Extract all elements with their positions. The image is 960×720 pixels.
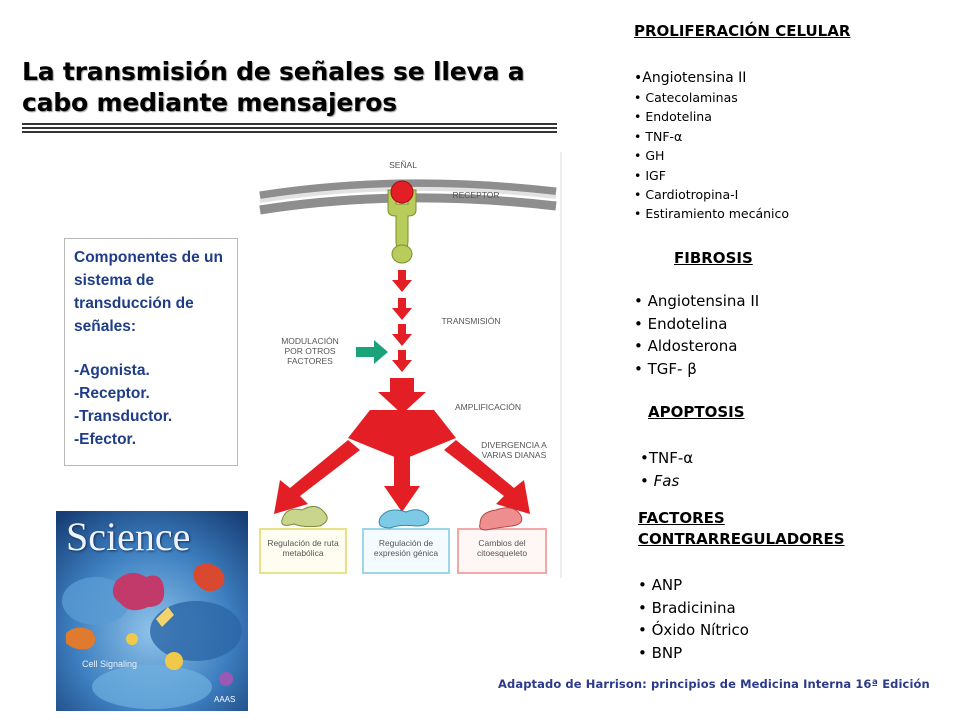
target-box-metabolic (259, 528, 347, 574)
contrarreguladores-list: ANP Bradicinina Óxido Nítrico BNP (638, 574, 749, 664)
fibrosis-item: Aldosterona (647, 337, 738, 355)
science-cover-image: Science Cell Signaling AAAS (56, 511, 248, 711)
proliferacion-heading: PROLIFERACIÓN CELULAR (634, 22, 851, 40)
label-divergencia: DIVERGENCIA A VARIAS DIANAS (481, 440, 547, 460)
proliferacion-item: Catecolaminas (645, 90, 738, 105)
apoptosis-heading: APOPTOSIS (648, 403, 745, 421)
component-receptor: -Receptor. (74, 385, 150, 402)
contrarreguladores-item: Óxido Nítrico (651, 621, 749, 639)
label-transmision: TRANSMISIÓN (441, 316, 501, 326)
component-agonist: -Agonista. (74, 362, 150, 379)
target-box-cytoskeleton (457, 528, 547, 574)
component-effector: -Efector. (74, 431, 137, 448)
label-senal: SEÑAL (389, 160, 417, 170)
target-label-metabolic: Regulación de ruta metabólica (267, 538, 339, 558)
modulation-arrow-icon (356, 340, 388, 364)
source-credit: Adaptado de Harrison: principios de Medi… (498, 677, 930, 691)
fibrosis-heading: FIBROSIS (674, 249, 753, 267)
fibrosis-item: Angiotensina II (647, 292, 760, 310)
signal-ligand-icon (390, 180, 414, 204)
contrarreguladores-heading-line1: FACTORES (638, 509, 725, 527)
transmission-arrows (392, 270, 412, 372)
proliferacion-item: TNF-α (645, 128, 683, 144)
contrarreguladores-item: ANP (651, 576, 683, 594)
contrarreguladores-item: Bradicinina (651, 598, 736, 617)
fibrosis-item: TGF- β (647, 359, 697, 378)
label-amplificacion: AMPLIFICACIÓN (454, 402, 522, 412)
gene-blob-icon (378, 509, 430, 529)
divergence-arrow-icon (348, 410, 456, 460)
proliferacion-item: IGF (645, 167, 666, 183)
proliferacion-item: Cardiotropina-I (645, 187, 739, 203)
page-title: La transmisión de señales se lleva a cab… (22, 57, 525, 117)
amplification-arrow-icon (378, 378, 426, 414)
cover-title: Science (66, 514, 191, 559)
contrarreguladores-heading-line2: CONTRARREGULADORES (638, 530, 845, 548)
proliferacion-item: GH (645, 148, 665, 164)
components-box: Componentes de un sistema de transducció… (64, 238, 238, 466)
label-receptor: RECEPTOR (452, 190, 500, 200)
proliferacion-list: Angiotensina II Catecolaminas Endotelina… (634, 68, 789, 224)
apoptosis-item: Fas (653, 471, 680, 490)
fibrosis-item: Endotelina (647, 314, 728, 333)
fibrosis-list: Angiotensina II Endotelina Aldosterona T… (634, 290, 760, 380)
proliferacion-item-first: Angiotensina II (642, 70, 747, 86)
target-label-genetic: Regulación de expresión génica (373, 538, 439, 558)
apoptosis-item: TNF-α (648, 449, 694, 467)
apoptosis-list: TNF-α Fas (640, 447, 693, 492)
contrarreguladores-item: BNP (651, 643, 683, 662)
target-label-cytoskeleton: Cambios del citoesqueleto (476, 538, 528, 558)
target-box-genetic (362, 528, 450, 574)
cover-subtitle: Cell Signaling (82, 659, 138, 669)
proliferacion-item: Endotelina (645, 109, 712, 125)
diagram-graphic (250, 152, 564, 578)
component-transducer: -Transductor. (74, 408, 173, 425)
components-heading: Componentes de un sistema de transducció… (74, 249, 223, 335)
cytoskeleton-blob-icon (479, 507, 523, 531)
label-modulacion: MODULACIÓN POR OTROS FACTORES (281, 336, 339, 366)
receptor-icon (387, 189, 417, 264)
signal-transduction-diagram: SEÑAL RECEPTOR MODULACIÓN POR OTROS FACT… (250, 152, 564, 578)
proliferacion-item: Estiramiento mecánico (645, 206, 790, 222)
cover-artwork (56, 511, 248, 711)
title-underline (22, 123, 557, 133)
cover-publisher-logo: AAAS (214, 695, 236, 704)
enzyme-blob-icon (281, 506, 328, 528)
